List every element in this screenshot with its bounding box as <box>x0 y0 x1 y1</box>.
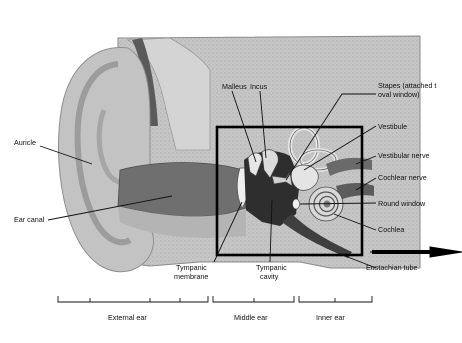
label-cochlear-nerve: Cochlear nerve <box>378 173 427 182</box>
label-cochlea: Cochlea <box>378 225 404 234</box>
ear-canal-shape <box>118 163 246 217</box>
label-incus: Incus <box>250 82 268 91</box>
label-tympanic-cavity-line2: cavity <box>260 272 279 281</box>
label-external-ear: External ear <box>108 313 147 322</box>
label-vestibule: Vestibule <box>378 122 407 131</box>
label-eustachian-tube: Eustachian tube <box>366 263 418 272</box>
label-tympanic-cavity-line1: Tympanic <box>256 263 287 272</box>
label-stapes-line1: Stapes (attached t <box>378 81 436 90</box>
label-ear-canal: Ear canal <box>14 215 45 224</box>
label-tympanic-membrane-line2: membrane <box>174 272 208 281</box>
label-inner-ear: Inner ear <box>316 313 345 322</box>
round-window-shape <box>293 199 300 209</box>
pointer-arrow-shaft <box>372 250 432 254</box>
region-brackets <box>58 296 372 302</box>
label-round-window: Round window <box>378 199 426 208</box>
label-tympanic-membrane-line1: Tympanic <box>176 263 207 272</box>
label-middle-ear: Middle ear <box>234 313 268 322</box>
label-vestibular-nerve: Vestibular nerve <box>378 151 430 160</box>
label-malleus: Malleus <box>222 82 247 91</box>
label-stapes-line2: oval window) <box>378 90 420 99</box>
label-auricle: Auricle <box>14 138 36 147</box>
